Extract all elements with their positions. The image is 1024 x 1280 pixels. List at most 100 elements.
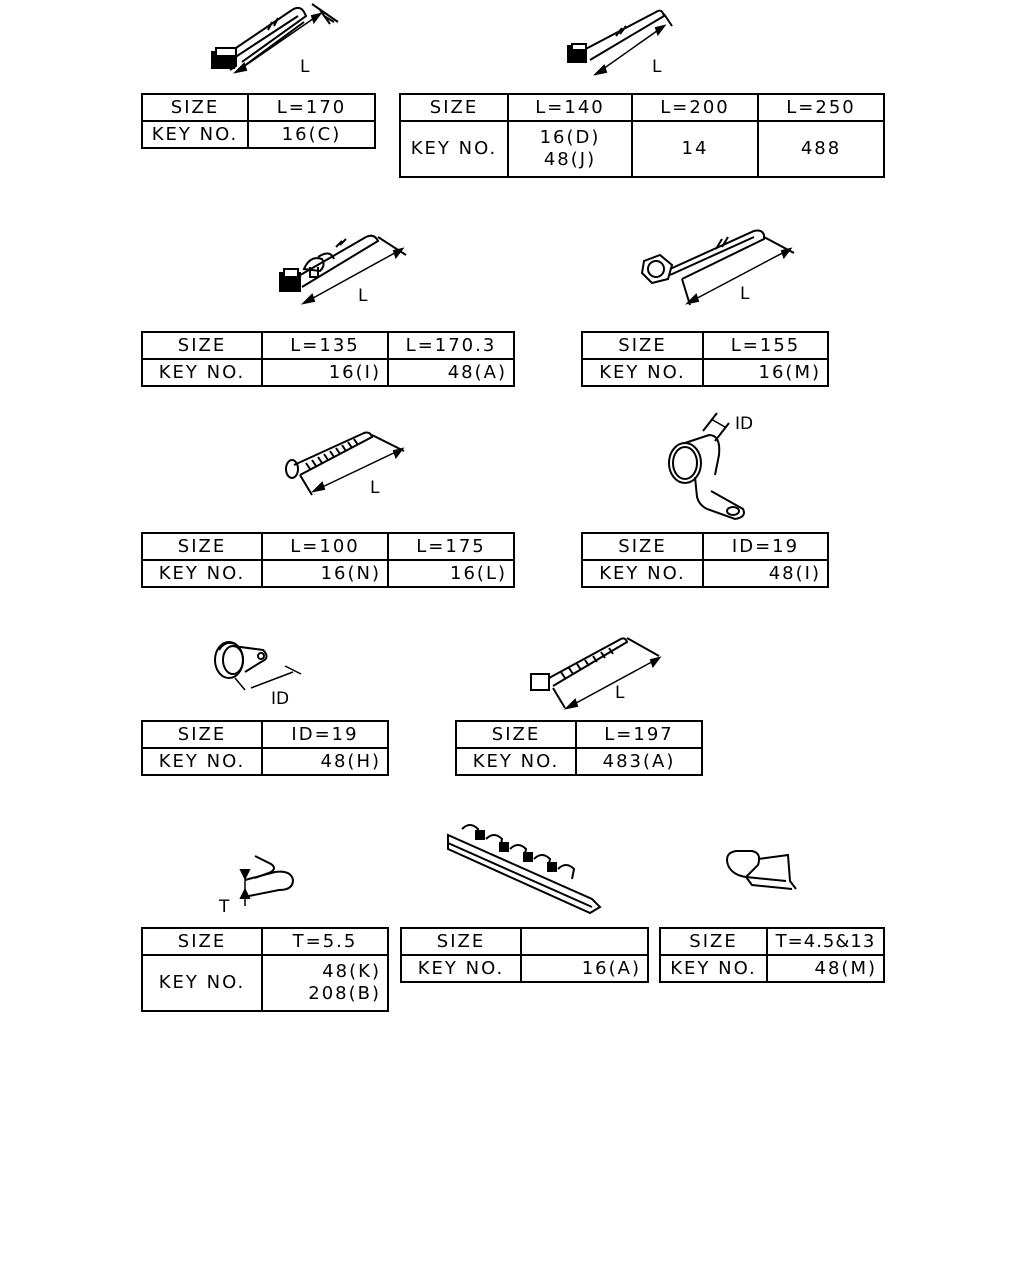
size-label: SIZE xyxy=(141,720,263,749)
figure-clip-t: T xyxy=(215,850,305,920)
size-label: SIZE xyxy=(400,927,522,956)
size-row: SIZE L=100 L=175 xyxy=(141,532,515,561)
spec-table-9: SIZE T=5.5 KEY NO. 48(K) 208(B) xyxy=(141,927,389,1012)
size-label: SIZE xyxy=(581,331,704,360)
dim-label-L: L xyxy=(358,286,368,306)
size-row: SIZE T=5.5 xyxy=(141,927,389,956)
key-no-value: 16(A) xyxy=(520,954,649,983)
key-no-value: 48(M) xyxy=(766,954,885,983)
key-no-value: 16(N) xyxy=(261,559,389,588)
spec-table-11: SIZE T=4.5&13 KEY NO. 48(M) xyxy=(659,927,885,983)
spec-table-4: SIZE L=155 KEY NO. 16(M) xyxy=(581,331,829,387)
size-value: L=170 xyxy=(247,93,376,122)
size-label: SIZE xyxy=(581,532,704,561)
key-row: KEY NO. 16(I) 48(A) xyxy=(141,358,515,387)
key-no-value: 14 xyxy=(631,120,759,178)
key-row: KEY NO. 16(D) 48(J) 14 488 xyxy=(399,120,885,178)
key-no-label: KEY NO. xyxy=(581,358,704,387)
key-no-value: 48(H) xyxy=(261,747,389,776)
size-row: SIZE L=135 L=170.3 xyxy=(141,331,515,360)
figure-clamp-pushin: L xyxy=(630,225,810,315)
size-label: SIZE xyxy=(141,331,263,360)
size-row: SIZE L=155 xyxy=(581,331,829,360)
spec-table-6: SIZE ID=19 KEY NO. 48(I) xyxy=(581,532,829,588)
size-value: L=197 xyxy=(575,720,703,749)
key-no-label: KEY NO. xyxy=(141,559,263,588)
size-row: SIZE xyxy=(400,927,649,956)
dim-label-L: L xyxy=(652,57,662,77)
spec-table-3: SIZE L=135 L=170.3 KEY NO. 16(I) 48(A) xyxy=(141,331,515,387)
key-row: KEY NO. 483(A) xyxy=(455,747,703,776)
figure-clamp-strap-2: L xyxy=(560,0,720,85)
figure-clip-spring xyxy=(718,845,808,900)
key-no-value: 16(L) xyxy=(387,559,515,588)
spec-table-1: SIZE L=170 KEY NO. 16(C) xyxy=(141,93,376,149)
key-no-value: 48(I) xyxy=(702,559,829,588)
dim-label-L: L xyxy=(370,478,380,498)
key-no-value-line: 208(B) xyxy=(308,983,381,1004)
spec-table-8: SIZE L=197 KEY NO. 483(A) xyxy=(455,720,703,776)
key-no-label: KEY NO. xyxy=(141,358,263,387)
key-row: KEY NO. 16(C) xyxy=(141,120,376,149)
size-value: ID=19 xyxy=(261,720,389,749)
dim-label-L: L xyxy=(740,284,750,304)
key-no-value: 483(A) xyxy=(575,747,703,776)
dim-label-ID: ID xyxy=(735,414,753,434)
size-value: L=200 xyxy=(631,93,759,122)
key-no-label: KEY NO. xyxy=(581,559,704,588)
size-value: L=140 xyxy=(507,93,633,122)
size-value: L=100 xyxy=(261,532,389,561)
spec-table-2: SIZE L=140 L=200 L=250 KEY NO. 16(D) 48(… xyxy=(399,93,885,178)
dim-label-L: L xyxy=(615,683,625,703)
spec-table-5: SIZE L=100 L=175 KEY NO. 16(N) 16(L) xyxy=(141,532,515,588)
figure-clamp-p-side: ID xyxy=(205,630,315,710)
key-no-value: 16(M) xyxy=(702,358,829,387)
size-label: SIZE xyxy=(455,720,577,749)
key-no-label: KEY NO. xyxy=(400,954,522,983)
key-row: KEY NO. 48(K) 208(B) xyxy=(141,954,389,1012)
dim-label-L: L xyxy=(300,57,310,77)
size-value: T=4.5&13 xyxy=(766,927,885,956)
key-no-value-line: 48(J) xyxy=(543,149,597,170)
size-value: L=175 xyxy=(387,532,515,561)
figure-clamp-p-vertical: ID xyxy=(655,405,775,525)
key-no-value-line: 16(D) xyxy=(539,127,601,148)
key-row: KEY NO. 48(I) xyxy=(581,559,829,588)
dim-label-ID: ID xyxy=(271,689,289,709)
key-no-value: 48(A) xyxy=(387,358,515,387)
dim-label-T: T xyxy=(218,897,230,917)
size-label: SIZE xyxy=(399,93,509,122)
key-no-label: KEY NO. xyxy=(141,954,263,1012)
size-row: SIZE L=140 L=200 L=250 xyxy=(399,93,885,122)
spec-table-7: SIZE ID=19 KEY NO. 48(H) xyxy=(141,720,389,776)
key-no-label: KEY NO. xyxy=(399,120,509,178)
size-label: SIZE xyxy=(141,93,249,122)
figure-tie-long: L xyxy=(525,628,675,718)
size-value: L=250 xyxy=(757,93,885,122)
key-no-label: KEY NO. xyxy=(141,747,263,776)
key-row: KEY NO. 48(H) xyxy=(141,747,389,776)
key-no-label: KEY NO. xyxy=(141,120,249,149)
key-no-value: 48(K) 208(B) xyxy=(261,954,389,1012)
key-row: KEY NO. 16(A) xyxy=(400,954,649,983)
figure-clamp-rail xyxy=(442,815,612,920)
key-no-label: KEY NO. xyxy=(455,747,577,776)
size-value: L=155 xyxy=(702,331,829,360)
key-no-value: 16(C) xyxy=(247,120,376,149)
size-row: SIZE ID=19 xyxy=(581,532,829,561)
spec-table-10: SIZE KEY NO. 16(A) xyxy=(400,927,649,983)
size-value: L=170.3 xyxy=(387,331,515,360)
key-no-value: 488 xyxy=(757,120,885,178)
key-no-value: 16(D) 48(J) xyxy=(507,120,633,178)
figure-clamp-double: L xyxy=(270,225,430,315)
size-label: SIZE xyxy=(141,532,263,561)
size-row: SIZE T=4.5&13 xyxy=(659,927,885,956)
size-value: ID=19 xyxy=(702,532,829,561)
size-label: SIZE xyxy=(659,927,768,956)
size-row: SIZE L=170 xyxy=(141,93,376,122)
size-value: L=135 xyxy=(261,331,389,360)
figure-clamp-strap-1: L xyxy=(200,0,360,85)
key-row: KEY NO. 48(M) xyxy=(659,954,885,983)
size-label: SIZE xyxy=(141,927,263,956)
figure-tie-serrated: L xyxy=(278,425,418,505)
